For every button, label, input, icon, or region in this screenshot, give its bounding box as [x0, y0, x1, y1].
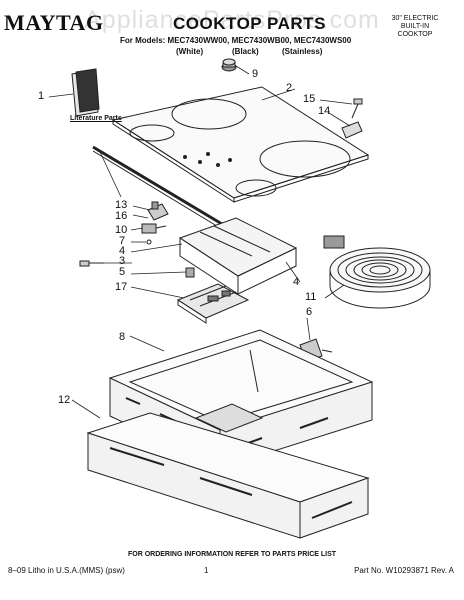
product-description: 30" ELECTRIC BUILT-IN COOKTOP — [370, 15, 460, 39]
description-line: BUILT-IN — [400, 23, 430, 30]
control-board — [176, 283, 250, 324]
callout-12: 12 — [58, 394, 71, 406]
control-bracket — [147, 201, 169, 221]
callout-10: 10 — [115, 224, 128, 236]
watermark: AppliancePartsPros.com — [84, 6, 380, 34]
callout-6: 6 — [306, 306, 313, 318]
callout-1: 1 — [38, 90, 45, 102]
description-line: 30" ELECTRIC — [391, 15, 439, 22]
callout-4: 4 — [293, 276, 300, 288]
callout-2: 2 — [286, 82, 293, 94]
clip — [146, 239, 152, 245]
page-title: COOKTOP PARTS — [173, 14, 326, 33]
description-line: COOKTOP — [397, 31, 433, 38]
callout-14: 14 — [318, 105, 331, 117]
callout-9: 9 — [252, 68, 259, 80]
color-black: (Black) — [232, 47, 259, 56]
screw — [79, 260, 104, 267]
callout-15: 15 — [303, 93, 316, 105]
ordering-note: FOR ORDERING INFORMATION REFER TO PARTS … — [127, 551, 337, 558]
callout-8: 8 — [119, 331, 126, 343]
control-housing — [178, 217, 298, 295]
color-white: (White) — [176, 47, 204, 56]
page-number: 1 — [204, 566, 209, 575]
literature-parts-label: Literature Parts — [70, 115, 122, 122]
part-number: Part No. W10293871 Rev. A — [354, 566, 454, 575]
brand-logo: MAYTAG — [4, 10, 104, 35]
callout-13: 13 — [115, 199, 128, 211]
litho-info: 8–09 Litho in U.S.A.(MMS) (psw) — [8, 566, 125, 575]
callout-16: 16 — [115, 210, 128, 222]
radiant-element — [323, 235, 431, 309]
bracket-screw — [341, 98, 363, 139]
control-knob — [221, 58, 237, 72]
callout-5: 5 — [119, 266, 126, 278]
model-list: For Models: MEC7430WW00, MEC7430WB00, ME… — [120, 36, 352, 45]
callout-11: 11 — [305, 291, 317, 303]
literature-booklet — [71, 68, 100, 117]
callout-7: 7 — [119, 235, 126, 247]
callout-3: 3 — [119, 255, 126, 267]
color-stainless: (Stainless) — [282, 47, 323, 56]
mounting-clip — [185, 267, 195, 278]
infinite-switch — [141, 223, 167, 234]
glass-cooktop — [111, 86, 370, 203]
callout-17: 17 — [115, 281, 128, 293]
trim-strip — [92, 145, 233, 235]
callout-4: 4 — [119, 245, 126, 257]
bottom-pan — [86, 412, 370, 539]
